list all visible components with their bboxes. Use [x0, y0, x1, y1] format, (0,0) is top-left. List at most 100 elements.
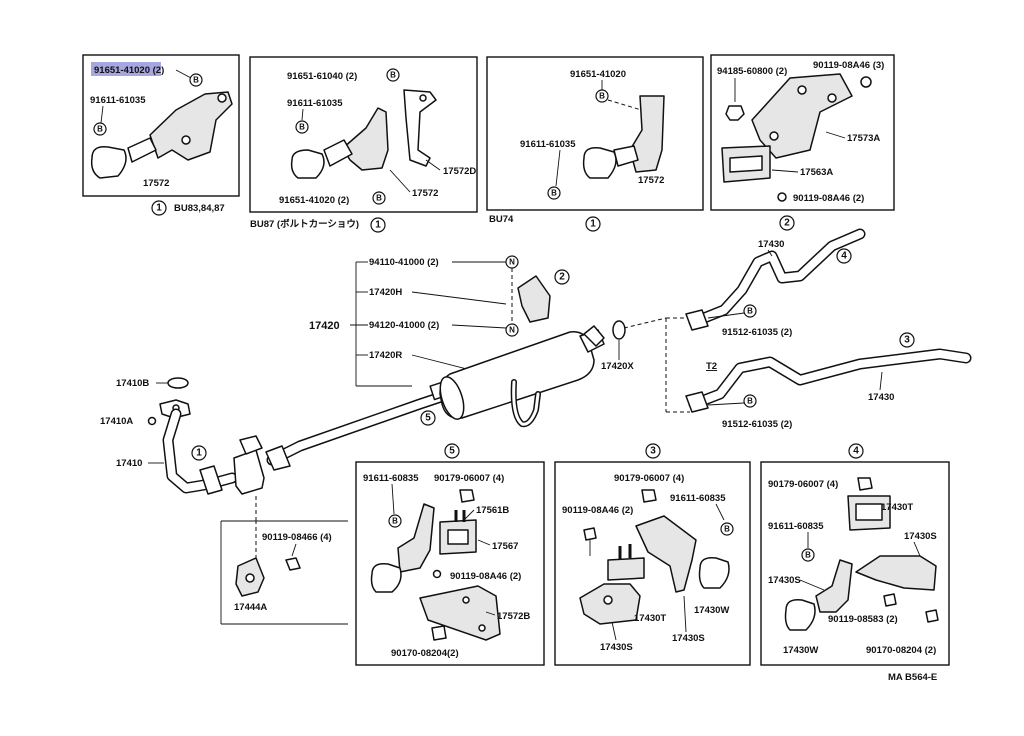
part-label[interactable]: 90119-08583 (2): [828, 614, 898, 625]
svg-text:B: B: [747, 397, 753, 406]
part-label[interactable]: 17430W: [694, 605, 729, 616]
panel-e: 90119-08466 (4) 17444A: [220, 520, 348, 625]
part-label[interactable]: 91651-41020: [570, 69, 626, 80]
svg-text:1: 1: [375, 220, 381, 231]
bolt-mark: B: [388, 514, 402, 528]
part-label[interactable]: 90119-08466 (4): [262, 532, 332, 543]
part-label[interactable]: 91611-60835: [363, 473, 419, 484]
panel-d: 94185-60800 (2) 90119-08A46 (3) 17573A 1…: [710, 54, 895, 231]
part-label[interactable]: 17430S: [904, 531, 937, 542]
svg-text:B: B: [193, 76, 199, 85]
part-label[interactable]: 17572: [143, 178, 169, 189]
part-label[interactable]: 90119-08A46 (2): [562, 505, 633, 516]
part-label[interactable]: 17572: [412, 188, 438, 199]
part-label[interactable]: 90119-08A46 (2): [793, 193, 864, 204]
bolt-mark: B: [743, 304, 757, 318]
part-label[interactable]: 90119-08A46 (3): [813, 60, 884, 71]
part-label[interactable]: 17567: [492, 541, 518, 552]
circled-index: 2: [554, 269, 570, 285]
part-label[interactable]: 17430: [868, 392, 894, 403]
part-label[interactable]: 91611-60835: [768, 521, 824, 532]
circled-index: 1: [585, 216, 601, 232]
part-label[interactable]: 17573A: [847, 133, 880, 144]
svg-text:B: B: [97, 125, 103, 134]
panel-c: 91651-41020 B 91611-61035 B 17572 BU74 1: [486, 56, 704, 232]
svg-text:B: B: [390, 71, 396, 80]
part-label[interactable]: 17420H: [369, 287, 402, 298]
circled-index: 5: [420, 410, 436, 426]
part-label[interactable]: 91651-61040 (2): [287, 71, 357, 82]
part-label[interactable]: 90179-06007 (4): [434, 473, 504, 484]
part-label[interactable]: 91611-61035: [90, 95, 146, 106]
svg-text:B: B: [392, 517, 398, 526]
bolt-mark: B: [720, 522, 734, 536]
svg-text:B: B: [551, 189, 557, 198]
part-label[interactable]: 17572D: [443, 166, 476, 177]
svg-text:3: 3: [904, 335, 910, 346]
part-label[interactable]: 17572B: [497, 611, 530, 622]
part-label[interactable]: 91651-41020 (2): [279, 195, 349, 206]
part-label[interactable]: 94110-41000 (2): [369, 257, 439, 268]
clamp-shape: [698, 556, 730, 589]
svg-text:1: 1: [196, 448, 202, 459]
part-label[interactable]: 91512-61035 (2): [722, 419, 792, 430]
panel-5: 5 91611-60835 B 90179-06007 (4) 17561B 1…: [355, 443, 545, 666]
part-label[interactable]: 90179-06007 (4): [768, 479, 838, 490]
variant-label: BU74: [489, 214, 514, 225]
part-label[interactable]: 17430S: [600, 642, 633, 653]
part-label[interactable]: 91611-61035: [520, 139, 576, 150]
main-assembly: 94110-41000 (2) N 17420H 17420 94120-410…: [100, 228, 972, 520]
part-label[interactable]: 94185-60800 (2): [717, 66, 787, 77]
part-label[interactable]: 17430S: [768, 575, 801, 586]
part-label[interactable]: 17563A: [800, 167, 833, 178]
part-label[interactable]: 17420: [309, 320, 340, 332]
part-label[interactable]: 17430T: [881, 502, 913, 513]
circled-index: 1: [151, 200, 167, 216]
part-label[interactable]: 91611-60835: [670, 493, 726, 504]
panel-b: 91651-61040 (2) B 91611-61035 B 17572D 1…: [249, 56, 478, 233]
part-label[interactable]: 91611-61035: [287, 98, 343, 109]
panel-4: 4 90179-06007 (4) 17430T 91611-60835 B 1…: [760, 443, 950, 666]
circled-index: 4: [848, 443, 864, 459]
svg-text:3: 3: [650, 446, 656, 457]
part-label[interactable]: 90170-08204(2): [391, 648, 459, 659]
svg-text:B: B: [805, 551, 811, 560]
svg-text:5: 5: [449, 446, 455, 457]
svg-text:5: 5: [425, 413, 431, 424]
t2-label: T2: [706, 361, 717, 372]
part-label[interactable]: 17430S: [672, 633, 705, 644]
svg-text:N: N: [509, 258, 515, 267]
part-label[interactable]: 91512-61035 (2): [722, 327, 792, 338]
part-label[interactable]: 94120-41000 (2): [369, 320, 439, 331]
part-label[interactable]: 17410A: [100, 416, 133, 427]
part-label[interactable]: 90179-06007 (4): [614, 473, 684, 484]
part-label[interactable]: 17410: [116, 458, 142, 469]
part-label[interactable]: 17410B: [116, 378, 149, 389]
bolt-mark: B: [547, 186, 561, 200]
nut-mark: N: [505, 255, 519, 269]
part-label[interactable]: 17444A: [234, 602, 267, 613]
nut-mark: N: [505, 323, 519, 337]
part-label[interactable]: 17561B: [476, 505, 509, 516]
clamp-shape: [582, 146, 617, 179]
part-label[interactable]: 90119-08A46 (2): [450, 571, 521, 582]
highlighted-part-label[interactable]: 91651-41020 (2): [94, 65, 164, 76]
part-label[interactable]: 17430W: [783, 645, 818, 656]
part-label[interactable]: 17420X: [601, 361, 634, 372]
part-label[interactable]: 17430T: [634, 613, 666, 624]
circled-index: 1: [191, 445, 207, 461]
bracket-shape: [149, 91, 233, 161]
variant-label: BU87 (ボルトカーショウ): [250, 218, 359, 230]
part-label[interactable]: 90170-08204 (2): [866, 645, 936, 656]
circled-index: 5: [444, 443, 460, 459]
circled-index: 3: [645, 443, 661, 459]
clamp-shape: [784, 598, 816, 631]
bolt-mark: B: [801, 548, 815, 562]
part-label[interactable]: 17572: [638, 175, 664, 186]
highlighted-part-box[interactable]: [91, 62, 161, 76]
part-label[interactable]: 17430: [758, 239, 784, 250]
part-label[interactable]: 17420R: [369, 350, 402, 361]
svg-text:B: B: [599, 92, 605, 101]
svg-text:B: B: [724, 525, 730, 534]
